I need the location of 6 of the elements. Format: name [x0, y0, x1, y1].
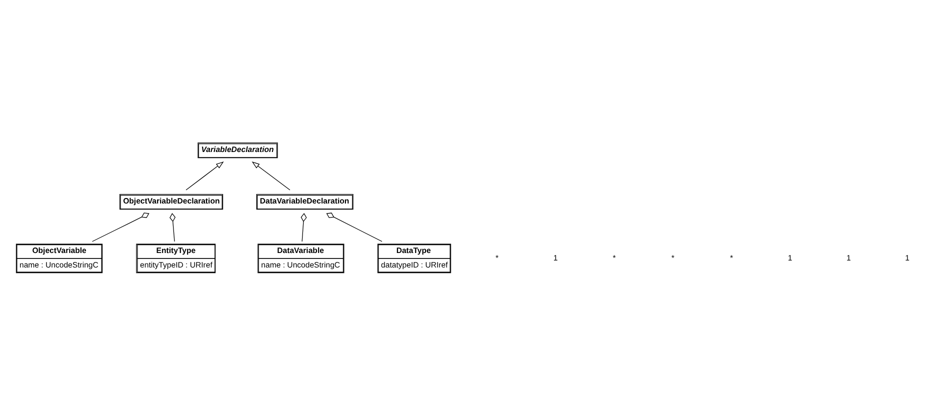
connector: [170, 212, 176, 242]
connector: [92, 212, 150, 242]
arrow: [186, 161, 224, 190]
connector: [300, 212, 307, 242]
connector: [326, 212, 382, 242]
arrow: [252, 161, 290, 190]
